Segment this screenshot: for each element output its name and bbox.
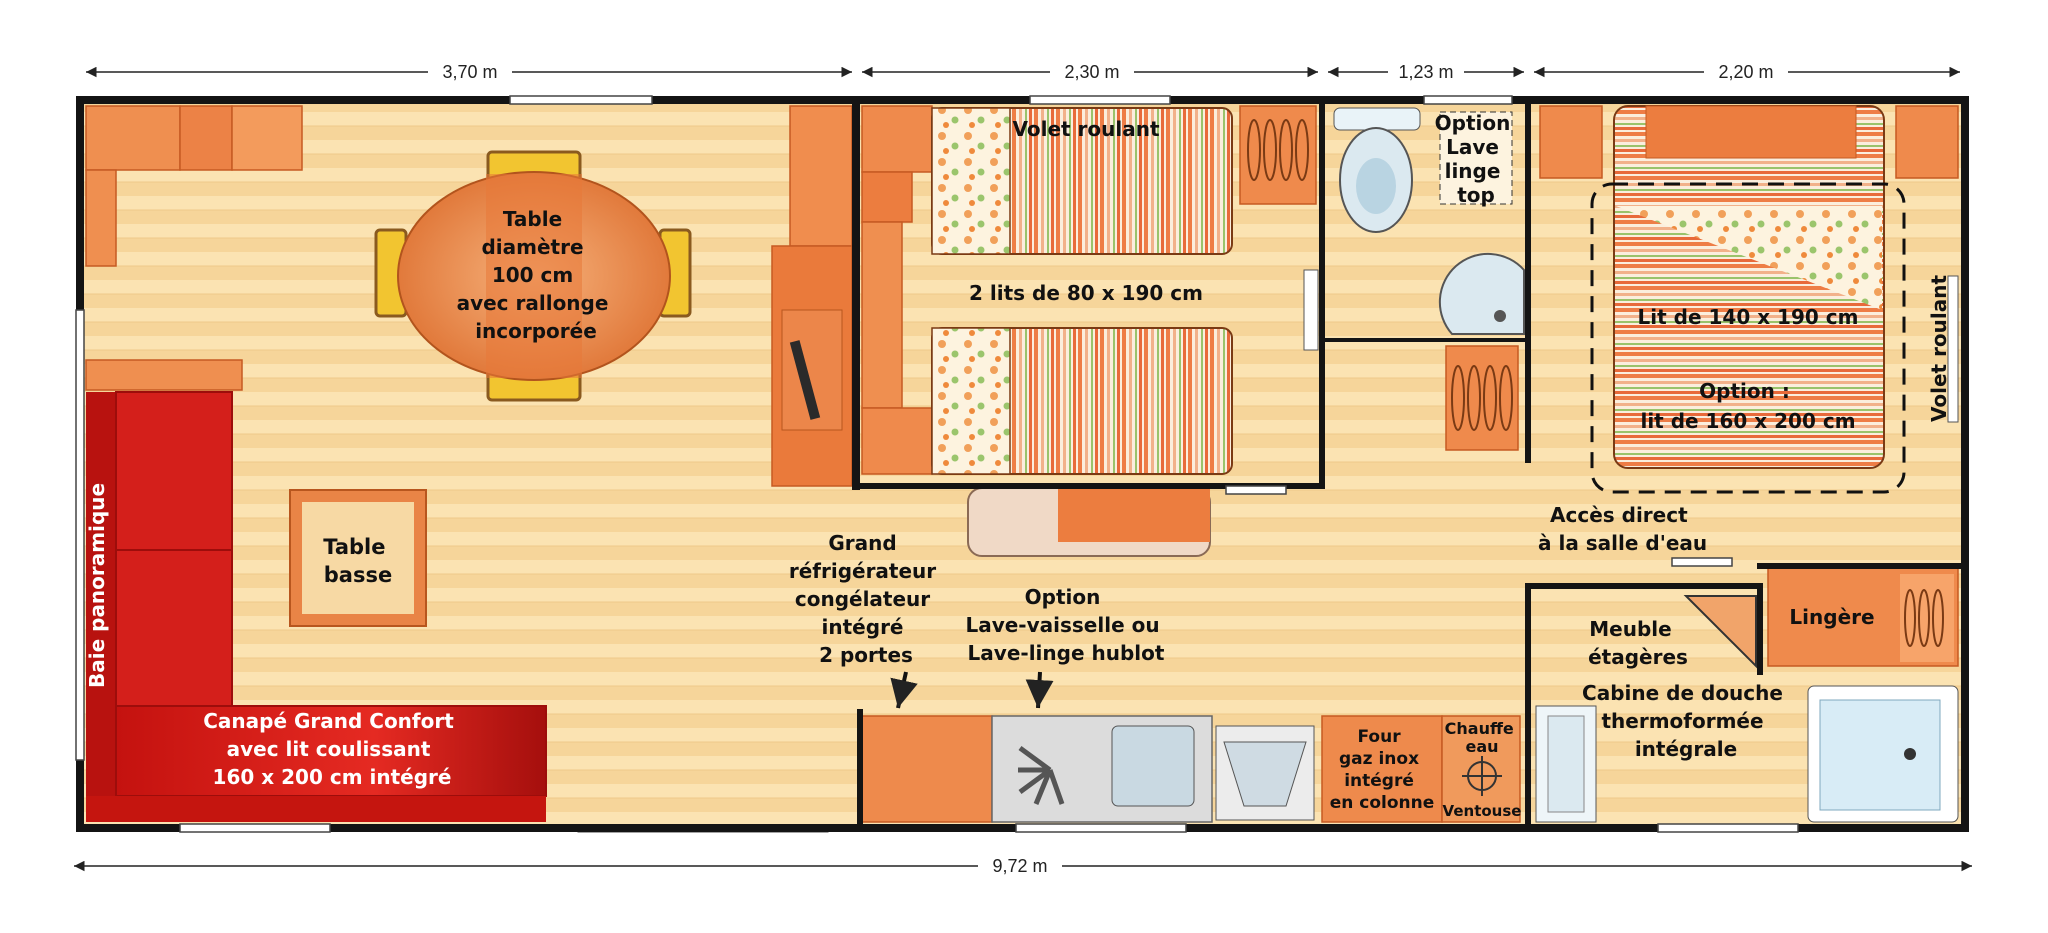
dim-living-width: 3,70 m — [442, 62, 497, 82]
dining-table: Table diamètre 100 cm avec rallonge inco… — [374, 150, 692, 402]
wc-room: Option Lave linge top — [1333, 107, 1525, 451]
fridge-label: Grand réfrigérateur congélateur intégré … — [789, 531, 943, 667]
dimension-lines: 3,70 m 2,30 m 1,23 m 2,20 m 9,72 m — [74, 60, 1972, 878]
master-room: Lit de 140 x 190 cm Option : lit de 160 … — [1538, 105, 1959, 555]
meuble-label: Meuble étagères — [1588, 617, 1688, 669]
bathroom: Lingère Meuble étagères Cabine de douche… — [1535, 567, 1959, 823]
acces-label: Accès direct à la salle d'eau — [1538, 503, 1707, 555]
coffee-table-label: Table basse — [323, 535, 393, 587]
dishwasher-label: Option Lave-vaisselle ou Lave-linge hubl… — [965, 585, 1166, 665]
water-heater-label: Chauffe eau — [1445, 719, 1520, 756]
ventouse-label: Ventouse — [1443, 802, 1522, 820]
dining-table-label: Table diamètre 100 cm avec rallonge inco… — [457, 207, 616, 343]
coffee-table: Table basse — [289, 489, 427, 627]
volet-roulant-top-label: Volet roulant — [1012, 117, 1160, 141]
shower-label: Cabine de douche thermoformée intégrale — [1582, 681, 1790, 761]
double-bed-label: Lit de 140 x 190 cm — [1638, 305, 1859, 329]
volet-roulant-side-label: Volet roulant — [1927, 275, 1951, 423]
dim-kids-room-width: 2,30 m — [1064, 62, 1119, 82]
dim-total-length: 9,72 m — [992, 856, 1047, 876]
lingere-label: Lingère — [1789, 605, 1874, 629]
baie-panoramique-label: Baie panoramique — [85, 483, 109, 688]
kitchen: Grand réfrigérateur congélateur intégré … — [789, 531, 1522, 823]
kids-room: Volet roulant 2 lits de 80 x 190 cm — [861, 105, 1319, 557]
oven-label: Four gaz inox intégré en colonne — [1330, 727, 1435, 813]
dim-wc-width: 1,23 m — [1398, 62, 1453, 82]
wc-option-label: Option Lave linge top — [1435, 111, 1518, 207]
living-room: Table diamètre 100 cm avec rallonge inco… — [85, 105, 853, 833]
twin-beds-label: 2 lits de 80 x 190 cm — [969, 281, 1203, 305]
dim-master-room-width: 2,20 m — [1718, 62, 1773, 82]
windows — [75, 95, 1799, 833]
sofa: Canapé Grand Confort avec lit coulissant… — [85, 359, 547, 822]
bed-option-label: Option : lit de 160 x 200 cm — [1640, 379, 1855, 433]
sofa-label: Canapé Grand Confort avec lit coulissant… — [203, 709, 461, 789]
